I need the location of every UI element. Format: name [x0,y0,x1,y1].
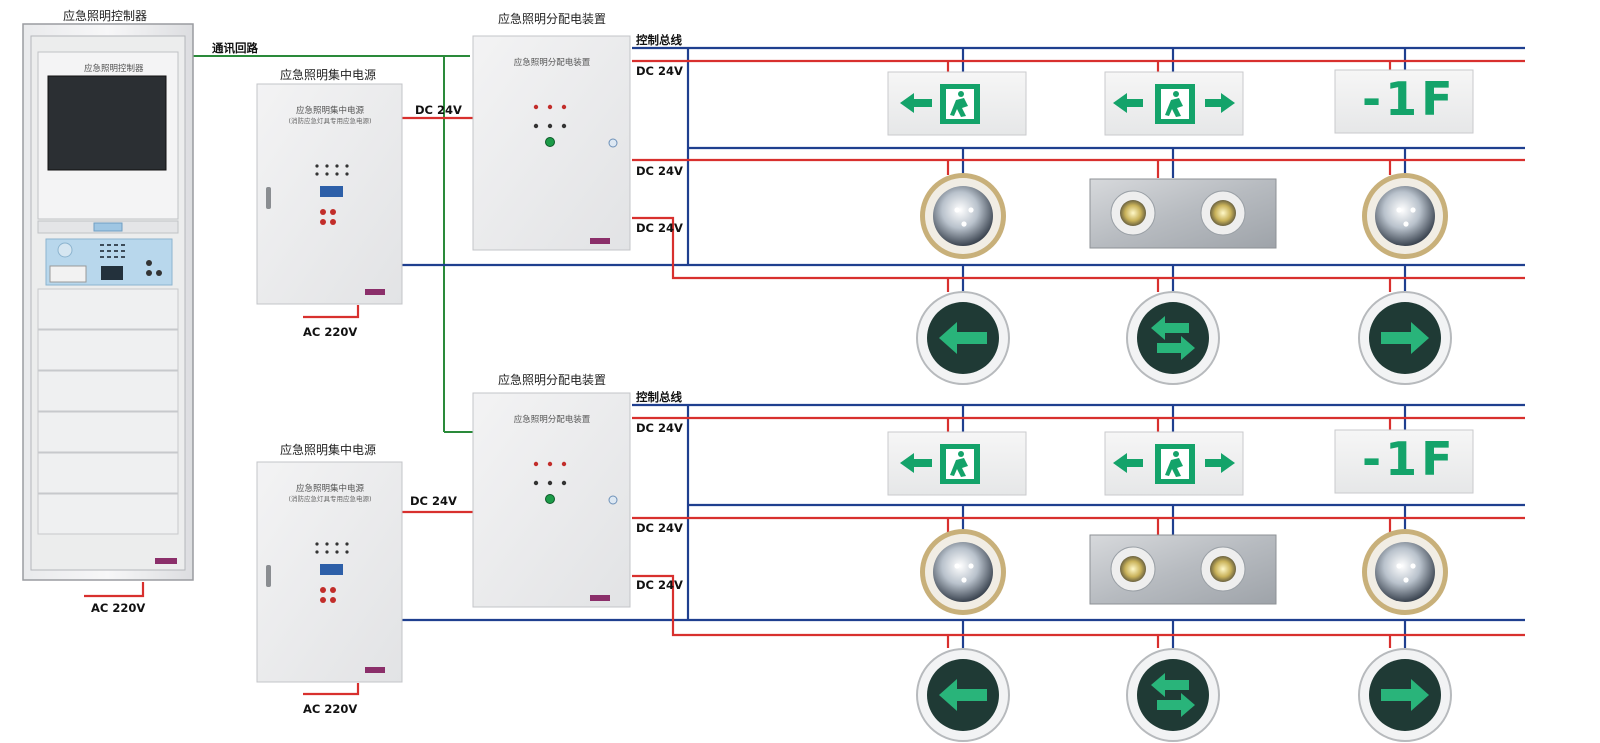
controller-screen [47,75,167,171]
wiring [84,46,1525,696]
power-bottom-inner-subtitle: (消防应急灯具专用应急电源) [288,495,372,503]
dist-bottom-inner-title: 应急照明分配电装置 [513,415,591,425]
downlight-icon [1362,529,1448,615]
exit-left-sign-icon [887,431,1027,496]
bus-bottom-dc1-label: DC 24V [636,421,683,435]
floor-sign-icon [1334,69,1474,134]
power-bottom-inner-title: 应急照明集中电源 [295,484,364,494]
twin-spotlight-icon [1089,534,1277,605]
controller-ac-line [84,582,145,598]
power-supply-cabinet-bottom [256,461,403,683]
power-top-title: 应急照明集中电源 [280,68,377,82]
floor-sign-icon [1334,429,1474,494]
power-top-inner-subtitle: (消防应急灯具专用应急电源) [288,117,372,125]
floor-arrow-right-icon [1358,648,1452,742]
distribution-box-bottom [472,392,631,608]
bottom-control-bus [400,403,1525,648]
bus-bottom-label: 控制总线 [636,390,682,404]
bus-top-dc2-label: DC 24V [636,164,683,178]
bottom-power-lines [303,416,1525,696]
bus-bottom-dc3-label: DC 24V [636,578,683,592]
downlight-icon [920,173,1006,259]
dist-top-inner-title: 应急照明分配电装置 [513,58,591,68]
controller-cabinet [22,23,194,581]
dist-bottom-title: 应急照明分配电装置 [498,373,607,387]
power-bottom-title: 应急照明集中电源 [280,443,377,457]
twin-spotlight-icon [1089,178,1277,249]
downlight-icon [1362,173,1448,259]
top-power-lines [303,59,1525,319]
bus-top-label: 控制总线 [636,33,682,47]
top-control-bus [400,46,1525,292]
power-bottom-dc-label: DC 24V [410,494,457,508]
bus-top-dc1-label: DC 24V [636,64,683,78]
downlight-icon [920,529,1006,615]
bus-top-dc3-label: DC 24V [636,221,683,235]
controller-ac-label: AC 220V [91,601,146,615]
power-top-ac-label: AC 220V [303,325,358,339]
floor-arrow-bidirectional-icon [1126,291,1220,385]
floor-arrow-left-icon [916,648,1010,742]
floor-arrow-bidirectional-icon [1126,648,1220,742]
floor-sign-top-text: -1F [1362,72,1457,126]
floor-arrow-right-icon [1358,291,1452,385]
power-top-inner-title: 应急照明集中电源 [295,106,364,116]
power-top-dc-label: DC 24V [415,103,462,117]
controller-title: 应急照明控制器 [63,9,148,23]
floor-sign-bottom-text: -1F [1362,432,1457,486]
exit-bidirectional-sign-icon [1104,431,1244,496]
floor-arrow-left-icon [916,291,1010,385]
exit-left-sign-icon [887,71,1027,136]
bus-bottom-dc2-label: DC 24V [636,521,683,535]
comm-loop-label: 通讯回路 [212,41,258,55]
controller-screen-label: 应急照明控制器 [84,64,144,74]
dist-top-title: 应急照明分配电装置 [498,12,607,26]
power-bottom-ac-label: AC 220V [303,702,358,716]
distribution-box-top [472,35,631,251]
power-supply-cabinet-top [256,83,403,305]
exit-bidirectional-sign-icon [1104,71,1244,136]
